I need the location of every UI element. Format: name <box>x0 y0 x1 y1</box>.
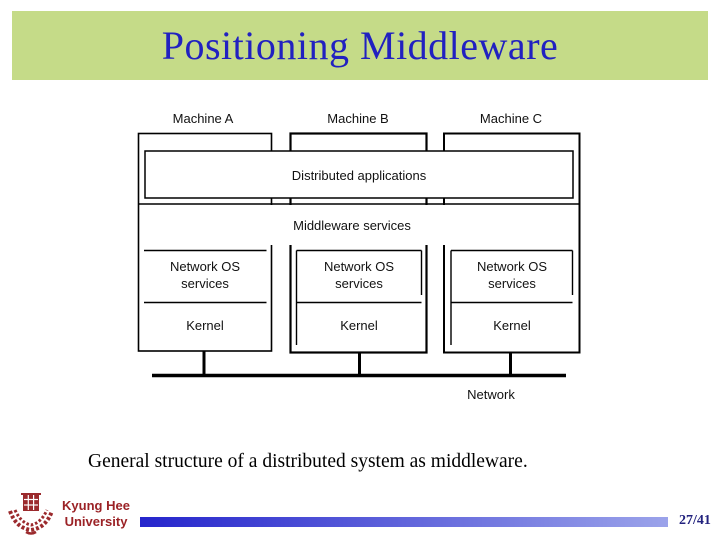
distributed-applications-box <box>144 150 574 199</box>
kernel-label-a: Kernel <box>186 318 224 333</box>
slide-title: Positioning Middleware <box>161 23 559 68</box>
network-bus <box>152 351 566 378</box>
network-os-label-a: Network OS services <box>169 259 241 291</box>
slide-number: 27/41 <box>679 513 711 528</box>
caption: General structure of a distributed syste… <box>88 451 528 472</box>
network-os-label-b: Network OS services <box>323 259 395 291</box>
machine-b-label: Machine B <box>327 111 389 126</box>
university-name: Kyung Hee University <box>54 498 138 530</box>
network-os-label-c: Network OS services <box>476 259 548 291</box>
title-band: Positioning Middleware <box>12 11 708 80</box>
footer-progress-bar <box>140 517 668 527</box>
university-name-line2: University <box>64 514 128 529</box>
machine-a-label: Machine A <box>172 111 234 126</box>
middleware-band <box>138 203 580 245</box>
university-name-line1: Kyung Hee <box>62 498 130 513</box>
kernel-label-b: Kernel <box>340 318 378 333</box>
layer-middleware-services-label: Middleware services <box>293 218 411 233</box>
university-seal-icon <box>8 493 54 535</box>
kernel-label-c: Kernel <box>493 318 531 333</box>
machine-c-label: Machine C <box>479 111 543 126</box>
layer-distributed-applications-label: Distributed applications <box>291 168 427 183</box>
os-partitions <box>144 249 574 345</box>
network-label: Network <box>467 387 515 402</box>
